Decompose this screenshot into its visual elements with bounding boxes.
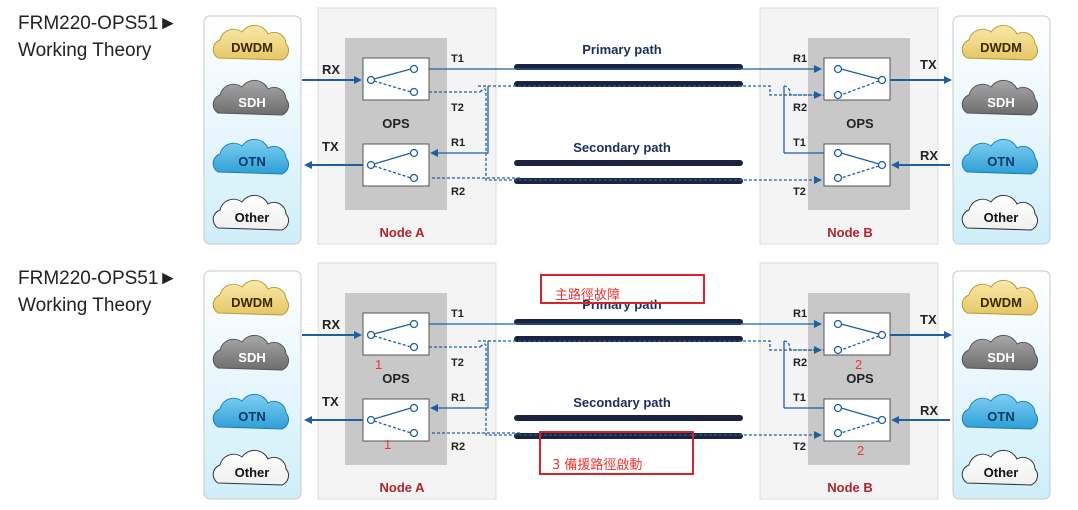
rx-label: RX — [322, 62, 340, 77]
cloud-label: SDH — [987, 350, 1014, 365]
cloud-label: Other — [235, 465, 270, 480]
port-t1: T1 — [451, 53, 464, 65]
rx-label: RX — [920, 403, 938, 418]
port-t1: T1 — [451, 308, 464, 320]
backup-annotation: 3 備援路徑啟動 — [552, 457, 642, 473]
tx-label: TX — [920, 312, 937, 327]
cloud-label: DWDM — [980, 40, 1022, 55]
cloud-sdh: SDH — [961, 79, 1039, 116]
fault-annotation: 主路徑故障 — [555, 287, 620, 303]
primary-path-label: Primary path — [582, 297, 662, 312]
signal-lines — [302, 320, 952, 439]
port-r1: R1 — [451, 137, 465, 149]
cloud-label: OTN — [238, 154, 265, 169]
cloud-dwdm: DWDM — [212, 24, 290, 61]
cloud-label: Other — [984, 210, 1019, 225]
switch-contacts — [366, 319, 887, 438]
cloud-sdh: SDH — [212, 334, 290, 371]
marker-node-a-rx: 1 — [384, 437, 391, 452]
diagram-top: FRM220-OPS51► Working Theory DWDM SDH OT… — [18, 7, 1051, 245]
cloud-label: OTN — [987, 154, 1014, 169]
port-t2: T2 — [451, 102, 464, 114]
tx-label: TX — [322, 394, 339, 409]
tx-label: TX — [920, 57, 937, 72]
port-r2: R2 — [451, 186, 465, 198]
cloud-other: Other — [961, 449, 1039, 486]
cloud-label: DWDM — [980, 295, 1022, 310]
rx-label: RX — [322, 317, 340, 332]
rx-label: RX — [920, 148, 938, 163]
marker-node-b-rx: 2 — [855, 357, 862, 372]
cloud-other: Other — [212, 449, 290, 486]
diagram-title-line2: Working Theory — [18, 295, 152, 316]
node-a-label: Node A — [379, 480, 425, 495]
cloud-otn: OTN — [212, 138, 290, 175]
port-r1: R1 — [793, 308, 807, 320]
diagram-title-line1: FRM220-OPS51► — [18, 268, 177, 289]
cloud-label: SDH — [238, 95, 265, 110]
cloud-label: OTN — [238, 409, 265, 424]
cloud-label: Other — [235, 210, 270, 225]
port-t2: T2 — [793, 441, 806, 453]
port-r2: R2 — [451, 441, 465, 453]
cloud-label: DWDM — [231, 295, 273, 310]
port-r1: R1 — [451, 392, 465, 404]
cloud-dwdm: DWDM — [961, 24, 1039, 61]
cloud-label: SDH — [238, 350, 265, 365]
secondary-path-label: Secondary path — [573, 395, 671, 410]
backup-annotation-box — [539, 431, 694, 475]
cloud-dwdm: DWDM — [961, 279, 1039, 316]
port-r1: R1 — [793, 53, 807, 65]
port-t1: T1 — [793, 392, 806, 404]
diagram-title-line2: Working Theory — [18, 40, 152, 61]
cloud-label: OTN — [987, 409, 1014, 424]
ops-label: OPS — [846, 371, 874, 386]
port-r2: R2 — [793, 102, 807, 114]
right-network-panel — [952, 15, 1051, 245]
diagram-title-line1: FRM220-OPS51► — [18, 13, 177, 34]
fiber-lines — [514, 319, 743, 439]
marker-node-b-tx: 2 — [857, 443, 864, 458]
cloud-label: SDH — [987, 95, 1014, 110]
cloud-label: DWDM — [231, 40, 273, 55]
right-network-panel — [952, 270, 1051, 500]
fiber-lines — [514, 64, 743, 184]
cloud-otn: OTN — [961, 138, 1039, 175]
node-b-label: Node B — [827, 225, 873, 240]
cloud-dwdm: DWDM — [212, 279, 290, 316]
cloud-otn: OTN — [212, 393, 290, 430]
port-r2: R2 — [793, 357, 807, 369]
cloud-otn: OTN — [961, 393, 1039, 430]
tx-label: TX — [322, 139, 339, 154]
cloud-other: Other — [212, 194, 290, 231]
ops-label: OPS — [382, 371, 410, 386]
cloud-sdh: SDH — [961, 334, 1039, 371]
primary-path-label: Primary path — [582, 42, 662, 57]
left-network-panel — [203, 15, 302, 245]
ops-label: OPS — [382, 116, 410, 131]
cloud-label: Other — [984, 465, 1019, 480]
port-t1: T1 — [793, 137, 806, 149]
port-t2: T2 — [451, 357, 464, 369]
signal-lines — [302, 65, 952, 184]
node-b-label: Node B — [827, 480, 873, 495]
marker-node-a-tx: 1 — [375, 357, 382, 372]
diagram-bottom: FRM220-OPS51► Working Theory DWDM SDH OT… — [18, 262, 1051, 500]
fault-annotation-box — [540, 274, 705, 304]
switch-contacts — [366, 64, 887, 183]
ops-label: OPS — [846, 116, 874, 131]
left-network-panel — [203, 270, 302, 500]
secondary-path-label: Secondary path — [573, 140, 671, 155]
cloud-sdh: SDH — [212, 79, 290, 116]
cloud-other: Other — [961, 194, 1039, 231]
port-t2: T2 — [793, 186, 806, 198]
node-a-label: Node A — [379, 225, 425, 240]
